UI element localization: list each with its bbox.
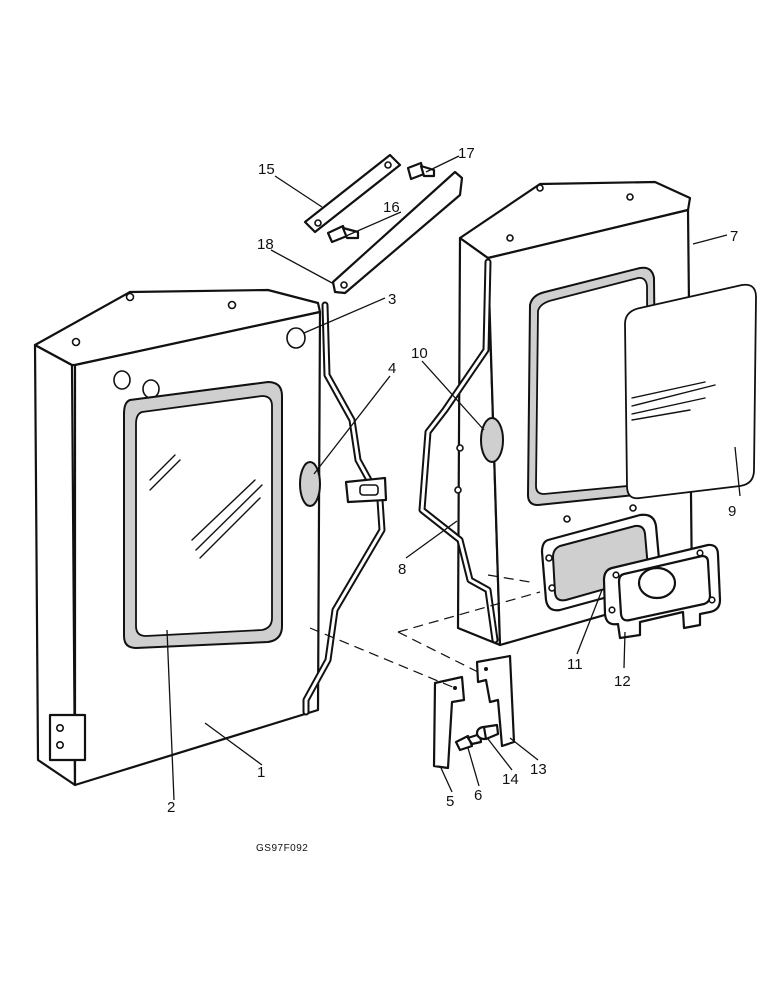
access-cover-plate	[602, 543, 722, 640]
callout-16: 16	[383, 199, 400, 216]
bolt-16	[326, 224, 360, 244]
screw-14	[475, 723, 500, 741]
hinge-bracket-13	[475, 654, 516, 748]
callout-3: 3	[388, 291, 396, 308]
figure-code: GS97F092	[256, 843, 308, 854]
seal-clip	[344, 476, 388, 504]
callout-labels: 15 16 17 18 3 4 10 7 9 8 11 12 1 2 5 6 1…	[167, 145, 738, 816]
callout-8: 8	[398, 561, 406, 578]
callout-1: 1	[257, 764, 265, 781]
callout-5: 5	[446, 793, 454, 810]
lower-bracket	[331, 170, 464, 295]
upper-bracket	[303, 153, 402, 234]
callout-2: 2	[167, 799, 175, 816]
callout-17: 17	[458, 145, 475, 162]
right-seal-strip	[418, 258, 499, 644]
leader-lines	[166, 155, 741, 801]
alignment-lines	[309, 574, 541, 689]
callout-13: 13	[530, 761, 547, 778]
hinge-bracket-5	[432, 675, 466, 770]
bolt-17	[406, 161, 436, 181]
callout-18: 18	[257, 236, 274, 253]
callout-12: 12	[614, 673, 631, 690]
callout-6: 6	[474, 787, 482, 804]
left-window-glass	[123, 380, 283, 650]
left-seal-strip	[302, 301, 386, 716]
callout-4: 4	[388, 360, 396, 377]
callout-14: 14	[502, 771, 519, 788]
callout-7: 7	[730, 228, 738, 245]
callout-15: 15	[258, 161, 275, 178]
replacement-glass	[624, 283, 757, 500]
callout-9: 9	[728, 503, 736, 520]
callout-11: 11	[567, 656, 583, 673]
callout-10: 10	[411, 345, 428, 362]
